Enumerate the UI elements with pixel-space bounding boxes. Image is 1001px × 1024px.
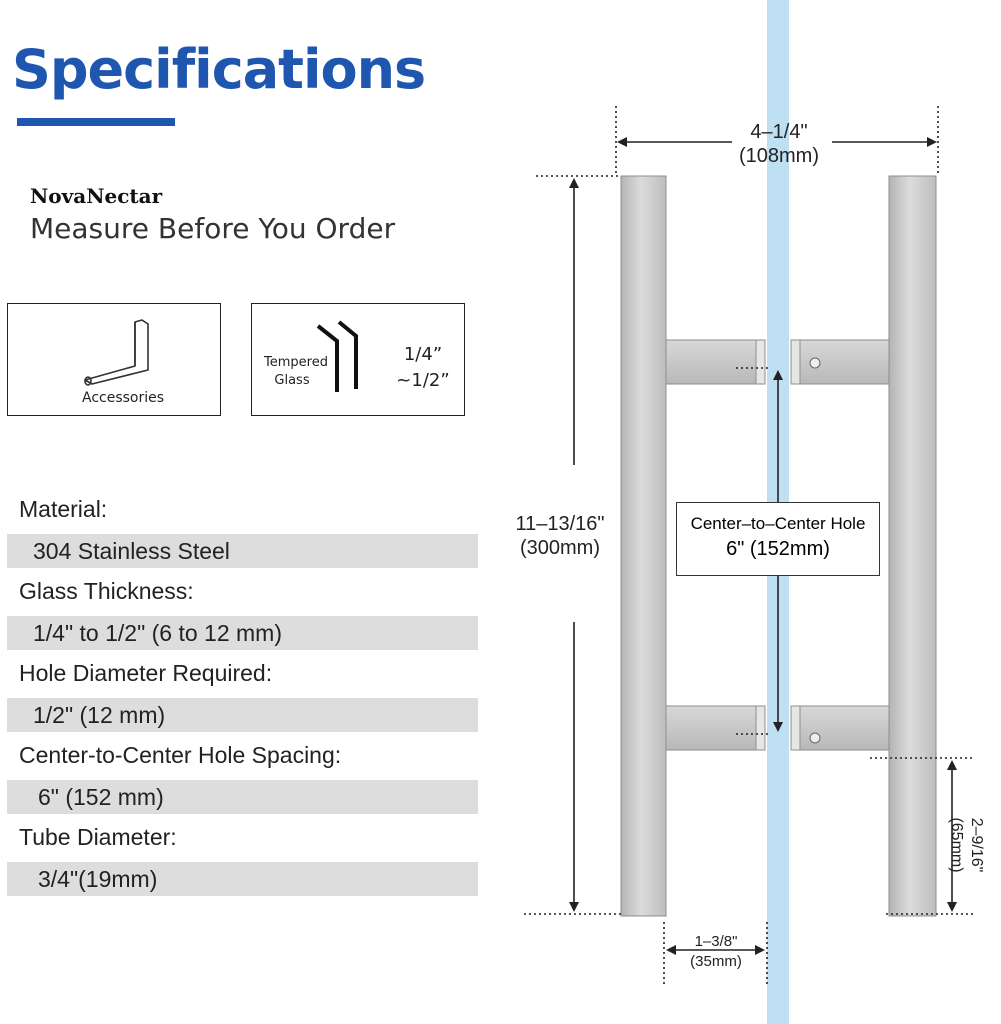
brand-tagline: Measure Before You Order: [30, 212, 396, 245]
height-dimension-label: 11–13/16" (300mm): [515, 513, 605, 559]
title-underline: [17, 118, 175, 126]
tempered-glass-box: Tempered Glass 1/4” ~1/2”: [251, 303, 465, 416]
glass-thickness-label: 1/4” ~1/2”: [396, 344, 450, 391]
dimension-lines: [524, 106, 974, 985]
spec-label-hole-spacing: Center-to-Center Hole Spacing:: [19, 742, 342, 768]
spec-value-hole-spacing: 6" (152 mm): [7, 780, 478, 814]
accessories-box: Accessories: [7, 303, 221, 416]
center-to-center-value: 6" (152mm): [726, 538, 830, 560]
right-handle-bar: [790, 175, 937, 917]
tempered-glass-label: Tempered Glass: [264, 355, 328, 388]
spec-value-glass-thickness: 1/4" to 1/2" (6 to 12 mm): [7, 616, 478, 650]
allen-key-icon: [84, 319, 149, 386]
spec-value-hole-diameter: 1/2" (12 mm): [7, 698, 478, 732]
center-to-center-title: Center–to–Center Hole: [690, 514, 866, 533]
left-handle-bar: [620, 175, 766, 917]
dimension-arrowheads: [569, 137, 957, 955]
leg-dimension-label: 2–9/16" (65mm): [948, 817, 985, 873]
glass-thickness-icon: [316, 320, 358, 392]
spec-value-tube-diameter: 3/4"(19mm): [7, 862, 478, 896]
spec-label-glass-thickness: Glass Thickness:: [19, 578, 194, 604]
spec-label-hole-diameter: Hole Diameter Required:: [19, 660, 273, 686]
page-title: Specifications: [12, 38, 426, 101]
spec-value-material: 304 Stainless Steel: [7, 534, 478, 568]
spec-label-material: Material:: [19, 496, 108, 522]
width-dimension-label: 4–1/4" (108mm): [738, 121, 819, 167]
brand-name: NovaNectar: [30, 184, 163, 208]
standoff-dimension-label: 1–3/8" (35mm): [690, 933, 742, 970]
spec-label-tube-diameter: Tube Diameter:: [19, 824, 177, 850]
accessories-label: Accessories: [82, 390, 165, 406]
center-to-center-label: Center–to–Center Hole 6" (152mm): [676, 502, 880, 576]
